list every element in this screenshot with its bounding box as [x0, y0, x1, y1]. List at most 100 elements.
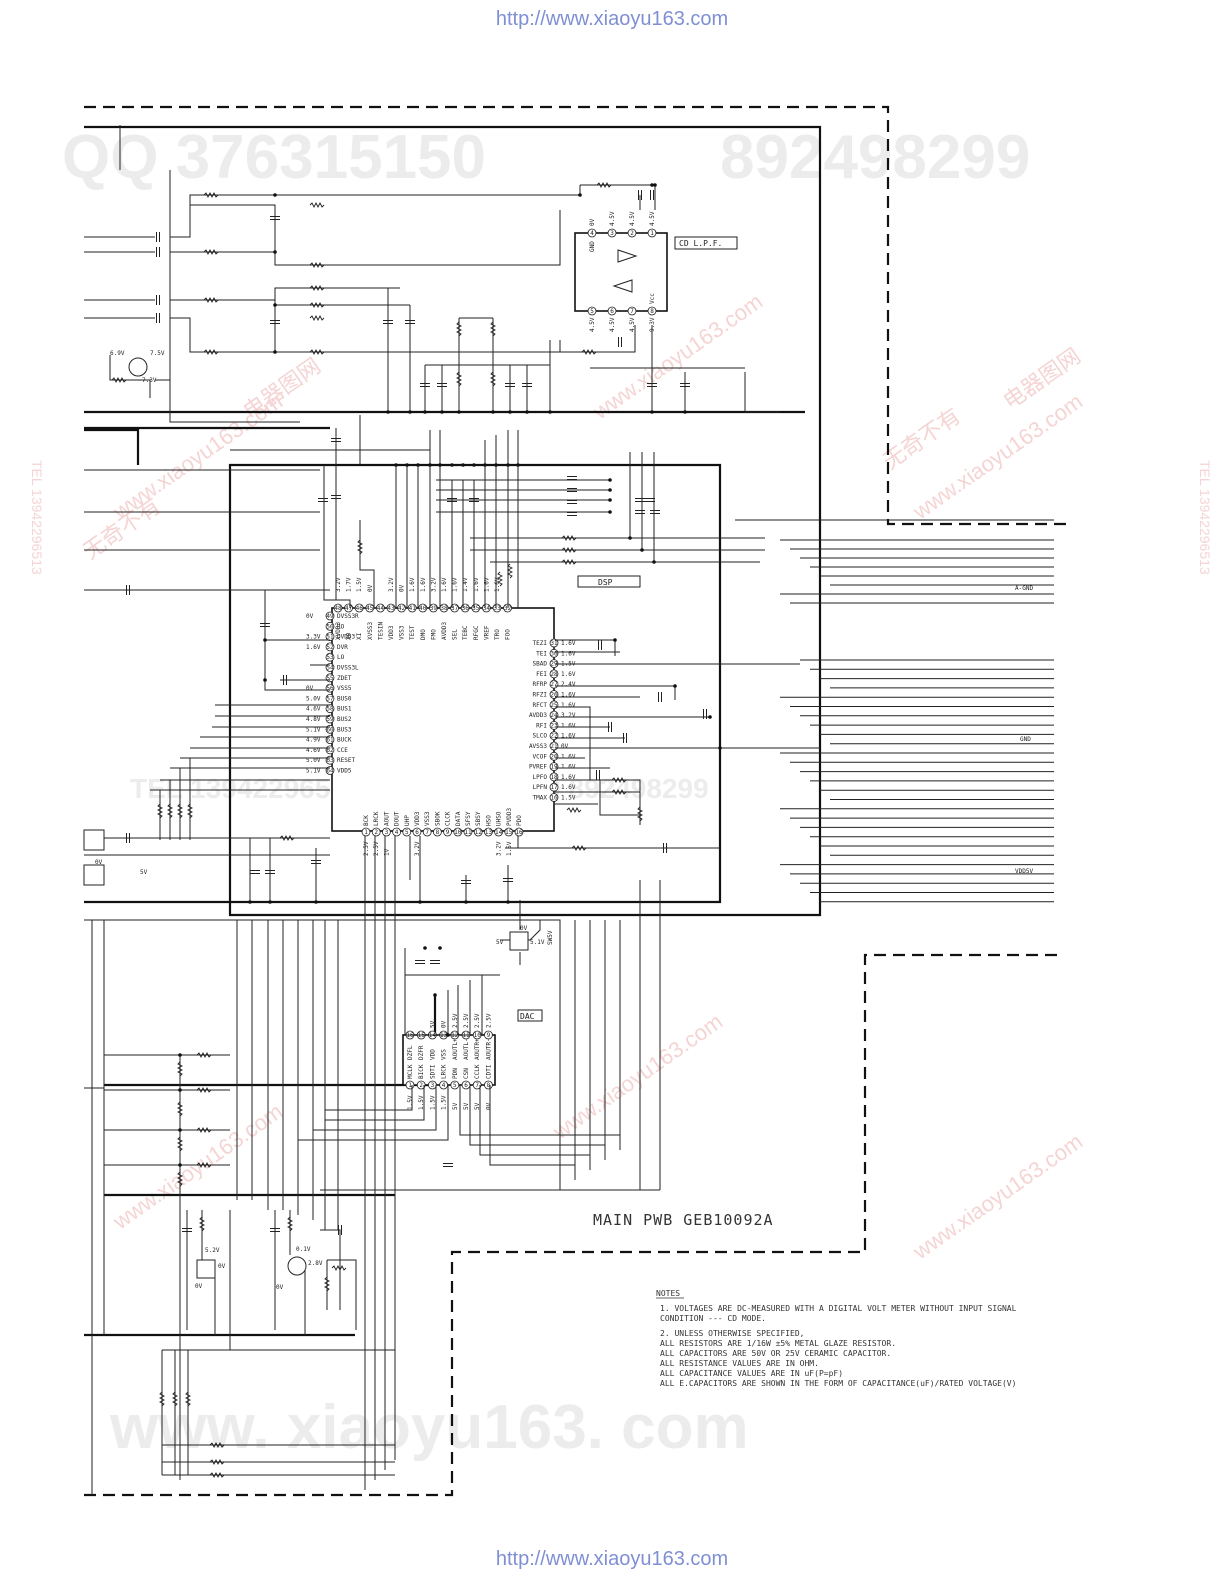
dsp-top-voltage: 0V [399, 584, 406, 592]
dsp-right-voltage: 1.6V [561, 671, 576, 678]
dsp-left-pin-num: 62 [326, 747, 334, 754]
dsp-ic[interactable] [331, 607, 555, 832]
dsp-right-voltage: 1.6V [561, 702, 576, 709]
dsp-left-pin-name: DVSS3R [337, 613, 359, 620]
dsp-top-pin-name: XVDD3 [335, 622, 342, 640]
dsp-left-voltage: 5.1V [306, 768, 321, 775]
dsp-left-voltage: 3.3V [306, 634, 321, 641]
dsp-bottom-pin-name: UHSO [496, 811, 503, 826]
junction-dot [472, 463, 476, 467]
capacitor [618, 337, 622, 347]
connector-lines [780, 539, 1054, 903]
dsp-top-pin-num: 48 [334, 605, 342, 612]
resistor [309, 284, 325, 292]
junction-dot [440, 410, 444, 414]
dsp-bottom-pin-name: AOUT [383, 811, 390, 826]
dsp-bottom-pin-name: SBOK [434, 811, 441, 826]
notes-line-6: ALL RESISTANCE VALUES ARE IN OHM. [660, 1359, 819, 1368]
junction-dot [608, 478, 612, 482]
dsp-top-pin-name: VREF [483, 625, 490, 640]
dsp-top-pin-num: 43 [387, 605, 395, 612]
junction-dot [248, 900, 252, 904]
resistor [203, 191, 219, 199]
dsp-right-pin-num: 26 [550, 692, 558, 699]
dsp-bottom-pin-name: VSS3 [424, 811, 431, 826]
dsp-bottom-pin-5 [402, 827, 412, 837]
dac-bottom-pin-num: 6 [464, 1082, 468, 1089]
junction-dot [708, 715, 712, 719]
dsp-top-voltage: 1.6V [483, 577, 490, 592]
dsp-top-pin-name: VSS3 [399, 625, 406, 640]
regulator-q2[interactable] [196, 1259, 216, 1279]
pwb-label: MAIN PWB GEB10092A [593, 1211, 774, 1229]
resistor [596, 181, 612, 189]
dsp-left-pin-name: RESET [337, 757, 355, 764]
dsp-top-voltage: 1.6V [420, 577, 427, 592]
dsp-left-pin-num: 56 [326, 685, 334, 692]
watermark-cn-2: 电器图网 [239, 353, 325, 424]
dac-ic[interactable] [402, 1034, 496, 1086]
capacitor [156, 313, 160, 323]
dsp-bottom-pin-4 [392, 827, 402, 837]
dsp-pins: 483.2VXVDD3471.7VXO461.5VXI450VXVSS344TE… [306, 577, 576, 856]
lpf-bottom-pin-num: 7 [630, 308, 634, 315]
junction-dot [516, 463, 520, 467]
lpf-ic[interactable] [574, 232, 668, 312]
capacitor [443, 1163, 453, 1167]
dsp-top-pin-name: RFGC [473, 625, 480, 640]
resistor [309, 201, 325, 209]
dsp-top-pin-num: 37 [451, 605, 459, 612]
dac-bottom-voltage: 5V [463, 1102, 470, 1110]
junction-dot [608, 498, 612, 502]
dsp-bottom-voltage: 1V [383, 848, 390, 856]
dsp-right-pin-num: 22 [550, 733, 558, 740]
resistor [356, 539, 364, 555]
regulator-ic[interactable] [509, 931, 529, 951]
dsp-top-voltage: 1.6V [494, 577, 501, 592]
dsp-left-pin-num: 50 [326, 623, 334, 630]
dac-top-pin-name: DZFR [418, 1045, 425, 1060]
q1-b-voltage: 7.3V [142, 377, 157, 384]
q3-c-voltage: 0V [276, 1284, 284, 1291]
resistor [198, 1216, 206, 1232]
dsp-top-pin-39 [428, 603, 438, 613]
lpf-pins: 40VGND34.5V24.5V14.5V54.5V64.5V74.5V89.3… [587, 211, 657, 332]
resistor [196, 1126, 212, 1134]
transistor-q3[interactable] [287, 1256, 307, 1276]
dsp-left-pin-name: VDD5 [337, 768, 352, 775]
dac-bottom-voltage: 1.5V [441, 1095, 448, 1110]
dsp-top-pin-name: XI [356, 632, 363, 640]
dsp-left-voltage: 4.6V [306, 747, 321, 754]
dsp-right-pin-name: TEZI [533, 640, 548, 647]
url-footer[interactable]: http://www.xiaoyu163.com [495, 1548, 729, 1570]
dsp-bottom-pin-2 [371, 827, 381, 837]
left-ic-1[interactable] [83, 829, 105, 851]
dsp-left-voltage: 5.0V [306, 695, 321, 702]
capacitor [645, 498, 655, 502]
junction-dot [273, 350, 277, 354]
dsp-left-voltage: 4.8V [306, 716, 321, 723]
lpf-bottom-pin-name: Vcc [649, 293, 656, 304]
reg-gnd-voltage: 0V [520, 925, 528, 932]
dsp-bottom-voltage: 1.5V [506, 841, 513, 856]
junction-dot [263, 678, 267, 682]
left-ic-2[interactable] [83, 864, 105, 886]
capacitor [650, 190, 654, 200]
dsp-top-pin-num: 33 [493, 605, 501, 612]
notes-line-2: CONDITION --- CD MODE. [660, 1314, 766, 1323]
capacitor [437, 383, 447, 387]
junction-dot [273, 303, 277, 307]
resistor [309, 314, 325, 322]
url-header[interactable]: http://www.xiaoyu163.com [495, 8, 729, 30]
junction-dot [650, 183, 654, 187]
dsp-right-pin-name: RFCT [533, 702, 548, 709]
dsp-left-pin-name: BUS0 [337, 695, 352, 702]
resistor [186, 803, 194, 819]
watermark-cn-site-6: www.xiaoyu163.com [108, 1099, 287, 1235]
transistor-q1[interactable] [128, 357, 148, 377]
watermark-cn-3: 无奇不有 [879, 403, 965, 474]
dsp-top-voltage: 0V [367, 584, 374, 592]
dsp-left-pin-49 [325, 611, 335, 621]
dsp-right-pin-num: 24 [550, 712, 558, 719]
watermark-cn-site-2: www.xiaoyu163.com [908, 389, 1087, 525]
